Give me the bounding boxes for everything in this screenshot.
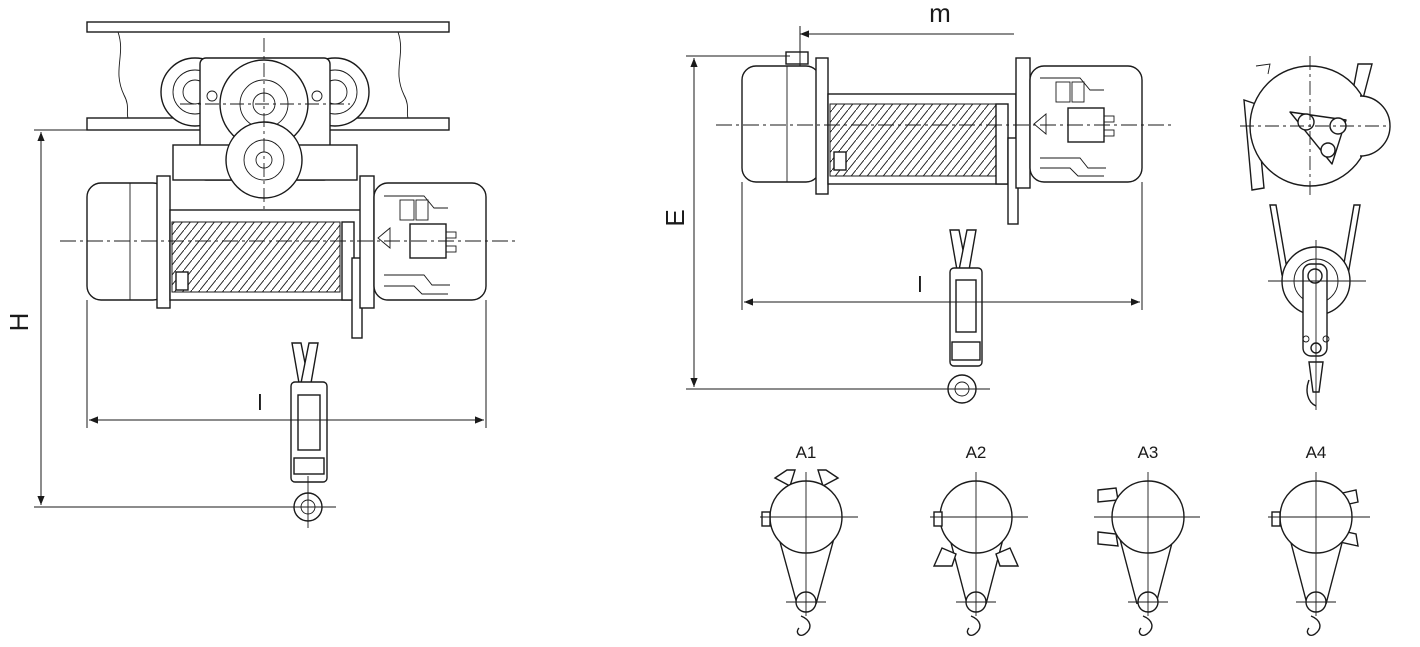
variant-a4-label: A4 (1306, 443, 1327, 462)
hook-front (270, 342, 336, 528)
side-view: m E l (660, 0, 1172, 404)
front-view-with-trolley: H l (4, 21, 515, 528)
side-dimensions (686, 26, 1143, 390)
side-length-label: l (918, 272, 923, 297)
variant-a2 (930, 472, 1028, 637)
front-length-label: l (258, 390, 263, 415)
variant-a1 (760, 469, 858, 637)
variant-a1-label: A1 (796, 443, 817, 462)
trolley (160, 38, 370, 210)
offset-label: m (929, 0, 951, 28)
hook-side (930, 229, 990, 404)
hoist-body-front (60, 175, 515, 339)
hoist-body-side (716, 51, 1172, 225)
front-dimensions (34, 129, 487, 508)
variant-a3-label: A3 (1138, 443, 1159, 462)
height-label: H (4, 313, 34, 332)
variant-a4 (1268, 472, 1370, 637)
variant-a2-label: A2 (966, 443, 987, 462)
variant-a3 (1094, 472, 1200, 637)
elevation-label: E (660, 209, 690, 226)
end-view (1240, 56, 1391, 410)
